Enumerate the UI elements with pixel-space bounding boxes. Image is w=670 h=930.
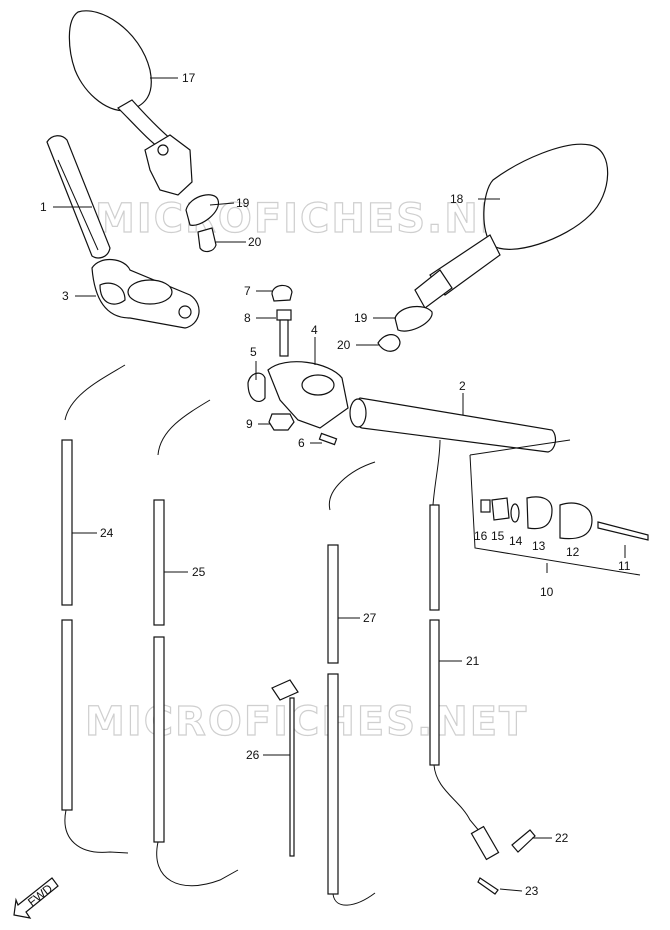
part-27-cable[interactable] [327,461,376,906]
label-26: 26 [246,748,260,762]
label-12: 12 [566,545,580,559]
label-13: 13 [532,539,546,553]
part-5-cover[interactable] [247,372,266,402]
label-19-right: 19 [354,311,368,325]
label-17: 17 [182,71,196,85]
part-12 [559,502,593,540]
label-9: 9 [246,417,253,431]
bar-end-assembly[interactable] [469,439,649,576]
label-25: 25 [192,565,206,579]
label-22: 22 [555,831,569,845]
label-14: 14 [509,534,523,548]
watermark-bottom: MICROFICHES.NET [85,699,528,745]
label-1: 1 [40,200,47,214]
leader-lines [53,77,626,892]
label-3: 3 [62,289,69,303]
label-2: 2 [459,379,466,393]
part-1-handlebar-grip[interactable] [46,135,111,259]
part-13 [526,496,553,530]
part-20-mirror-nut-left[interactable] [197,227,217,253]
label-10: 10 [540,585,554,599]
label-18: 18 [450,192,464,206]
part-26-cable-tie[interactable] [271,679,299,857]
part-17-left-mirror[interactable] [68,10,193,196]
part-7-cap[interactable] [271,284,293,302]
part-8-bolt[interactable] [276,309,292,357]
label-20-left: 20 [248,235,262,249]
part-19-mirror-gasket-right[interactable] [394,305,433,332]
part-18-right-mirror[interactable] [414,143,609,309]
label-21: 21 [466,654,480,668]
part-23-clip[interactable] [477,877,499,895]
label-6: 6 [298,436,305,450]
part-14 [510,503,520,523]
part-4-handlebar-holder[interactable] [267,361,349,429]
part-21-clutch-cable[interactable] [429,439,500,861]
label-20-right: 20 [337,338,351,352]
label-5: 5 [250,345,257,359]
label-16: 16 [474,529,488,543]
part-16 [480,499,491,513]
part-2-handlebar[interactable] [349,397,557,453]
part-24-throttle-cable[interactable] [61,364,129,854]
label-11: 11 [618,559,631,573]
part-25-throttle-cable[interactable] [153,399,239,887]
label-19-left: 19 [236,196,250,210]
label-15: 15 [491,529,505,543]
label-24: 24 [100,526,114,540]
part-3-handlebar-clamp[interactable] [91,259,200,329]
part-9-nut[interactable] [268,413,295,431]
part-19-mirror-gasket-left[interactable] [185,194,219,226]
label-8: 8 [244,311,251,325]
label-23: 23 [525,884,539,898]
label-7: 7 [244,284,251,298]
part-15 [491,497,510,521]
part-22-pin[interactable] [511,829,536,853]
watermark-top: MICROFICHES.NET [95,196,538,242]
label-27: 27 [363,611,377,625]
part-20-mirror-nut-right[interactable] [377,334,401,352]
label-4: 4 [311,323,318,337]
fwd-arrow-icon: FWD [13,877,59,919]
part-11 [597,521,649,541]
part-6-screw[interactable] [318,432,338,446]
